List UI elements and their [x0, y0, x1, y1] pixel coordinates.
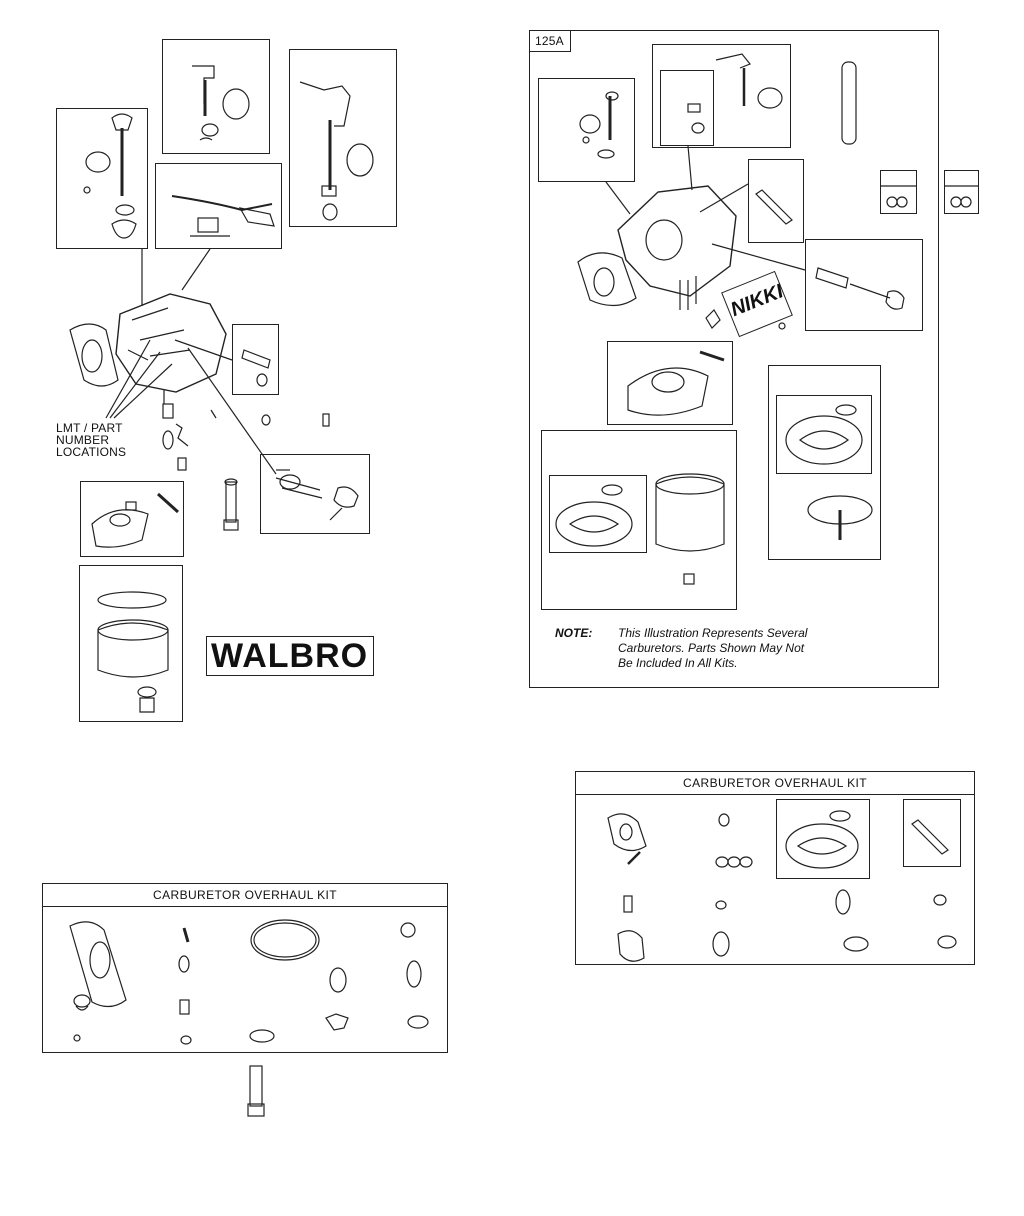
nikki-overhaul-kit-panel: CARBURETOR OVERHAUL KIT: [575, 771, 975, 965]
lmt-callout-line3: LOCATIONS: [56, 445, 127, 459]
nikki-float: [627, 367, 709, 416]
figure-number: 125A: [535, 34, 564, 48]
nikki-main-jet-box: [805, 239, 923, 331]
governor-lever: [299, 81, 351, 127]
lmt-callout-line2: NUMBER: [56, 433, 110, 447]
walbro-linkage-box: [155, 163, 282, 249]
nikki-carburetor-body: [617, 185, 737, 297]
governor-plate: [346, 143, 374, 177]
lmt-callout-line1: LMT / PART: [56, 421, 123, 435]
nikki-bowl-gasket-inner-box: [549, 475, 647, 553]
note-label: NOTE:: [555, 626, 593, 640]
walbro-main-jet-box: [260, 454, 370, 534]
nikki-throttle-inner-box: [660, 70, 714, 146]
walbro-float-bowl: [97, 622, 169, 678]
throttle-plate: [222, 88, 250, 120]
choke-seal: [111, 219, 137, 239]
walbro-kit-title: CARBURETOR OVERHAUL KIT: [43, 884, 447, 907]
choke-shaft-lever: [111, 113, 133, 131]
nikki-figure-frame: 125A: [529, 30, 939, 688]
nikki-bowl-box: [541, 430, 737, 610]
nikki-diaphragm-inner-box: [776, 395, 872, 474]
walbro-brand-plate: WALBRO: [206, 636, 374, 676]
nikki-float-box: [607, 341, 733, 425]
nikki-kit-title: CARBURETOR OVERHAUL KIT: [576, 772, 974, 795]
note-line2: Carburetors. Parts Shown May Not: [618, 641, 805, 655]
nikki-throttle-shaft-box: [652, 44, 791, 148]
nikki-small-part-box-2: [944, 170, 979, 214]
walbro-brand-label: WALBRO: [211, 637, 369, 675]
nikki-diaphragm: [785, 415, 863, 465]
note-line1: This Illustration Represents Several: [618, 626, 808, 640]
choke-plate: [85, 151, 111, 173]
note-line3: Be Included In All Kits.: [618, 656, 738, 670]
nikki-kit-idle-screw-box: [903, 799, 961, 867]
nikki-diaphragm-box: [768, 365, 881, 560]
walbro-idle-screw-box: [232, 324, 279, 395]
figure-number-tab: 125A: [530, 31, 571, 52]
walbro-flange-gasket: [69, 323, 119, 387]
walbro-throttle-shaft-box: [162, 39, 270, 154]
walbro-overhaul-kit-panel: CARBURETOR OVERHAUL KIT: [42, 883, 448, 1053]
nikki-kit-diaphragm-box: [776, 799, 870, 879]
nikki-idle-screw-box: [748, 159, 804, 243]
walbro-bowl-box: [79, 565, 183, 722]
walbro-float-box: [80, 481, 184, 557]
walbro-choke-shaft-box: [56, 108, 148, 249]
nikki-flange-gasket: [577, 252, 637, 307]
throttle-linkage: [171, 195, 273, 212]
walbro-float: [91, 509, 149, 548]
bowl-gasket: [97, 591, 167, 609]
nikki-choke-shaft-box: [538, 78, 635, 182]
walbro-governor-shaft-box: [289, 49, 397, 227]
walbro-carburetor-body: [115, 293, 227, 393]
nikki-small-part-box-1: [880, 170, 917, 214]
nikki-float-bowl: [655, 476, 725, 552]
